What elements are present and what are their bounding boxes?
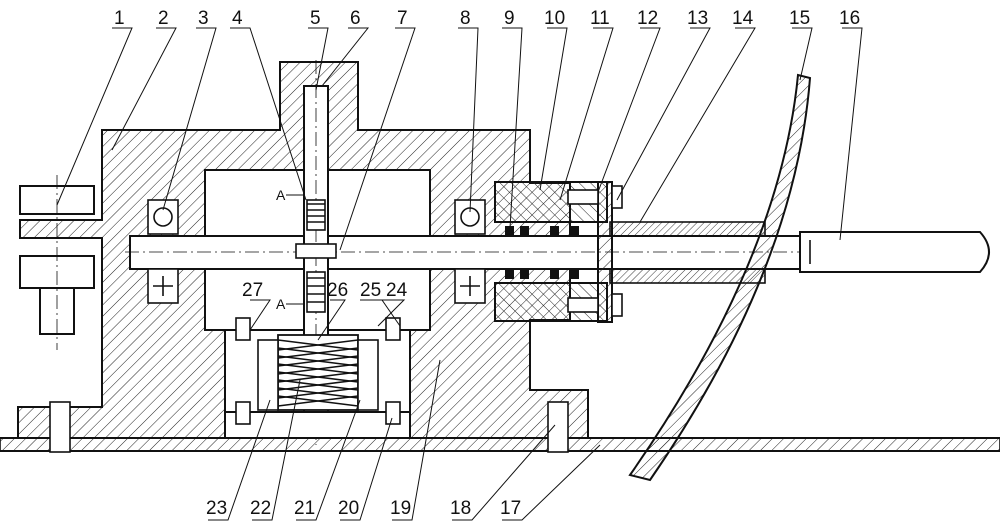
callout-3: 3 (198, 8, 209, 29)
callout-19: 19 (390, 498, 411, 519)
callout-9: 9 (504, 8, 515, 29)
spring-pack (224, 334, 411, 439)
callout-7: 7 (397, 8, 408, 29)
callout-8: 8 (460, 8, 471, 29)
bottom-callouts: 23 22 21 20 19 18 17 (206, 498, 521, 519)
bearing-left (147, 199, 179, 304)
callout-13: 13 (687, 8, 708, 29)
left-bolt (19, 175, 95, 350)
section-label-top: A (276, 187, 286, 203)
callout-25: 25 (360, 280, 381, 301)
callout-16: 16 (839, 8, 860, 29)
curved-cover (628, 73, 812, 482)
callout-22: 22 (250, 498, 271, 519)
callout-2: 2 (158, 8, 169, 29)
section-markers: A A (276, 187, 286, 312)
foot-bolts (49, 401, 569, 453)
callout-24: 24 (386, 280, 408, 301)
callout-27: 27 (242, 280, 263, 301)
callout-10: 10 (544, 8, 565, 29)
top-callouts: 1 2 3 4 5 6 7 8 9 10 11 12 13 14 15 16 (114, 8, 860, 29)
inner-callouts: 27 26 25 24 (242, 280, 408, 301)
callout-26: 26 (327, 280, 348, 301)
callout-4: 4 (232, 8, 243, 29)
callout-18: 18 (450, 498, 471, 519)
callout-23: 23 (206, 498, 227, 519)
base-plate (0, 437, 1000, 452)
callout-12: 12 (637, 8, 658, 29)
section-label-bottom: A (276, 296, 286, 312)
callout-20: 20 (338, 498, 359, 519)
lever-sleeve (609, 221, 766, 284)
handle-grip (799, 231, 990, 273)
callout-1: 1 (114, 8, 125, 29)
clamp-bolts (235, 317, 401, 425)
callout-11: 11 (590, 8, 610, 29)
callout-6: 6 (350, 8, 361, 29)
leader-lines (56, 27, 863, 521)
flange-assembly (494, 181, 623, 323)
main-shaft (125, 235, 801, 270)
bearing-right (454, 199, 486, 304)
callout-21: 21 (294, 498, 315, 519)
callout-5: 5 (310, 8, 321, 29)
callout-15: 15 (789, 8, 810, 29)
callout-14: 14 (732, 8, 754, 29)
callout-17: 17 (500, 498, 521, 519)
